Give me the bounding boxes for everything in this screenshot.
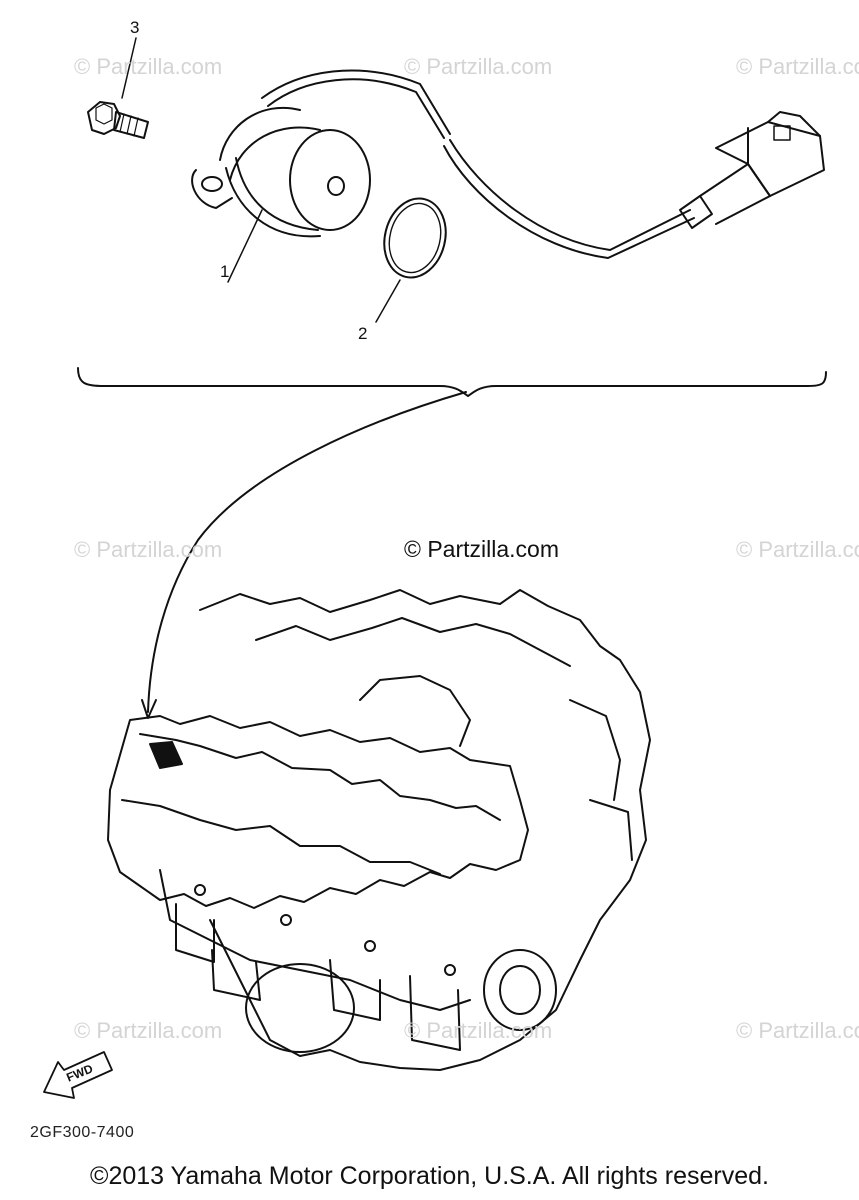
watermark-top-center: © Partzilla.com <box>404 54 553 79</box>
watermark-top-left: © Partzilla.com <box>74 54 223 79</box>
watermark-bottom-left: © Partzilla.com <box>74 1018 223 1043</box>
watermark-middle-right: © Partzilla.com <box>736 537 859 562</box>
bolt-part-3 <box>87 37 149 139</box>
callout-part-2[interactable]: 2 <box>358 324 368 343</box>
callout-part-3[interactable]: 3 <box>130 18 140 37</box>
o-ring-part-2 <box>375 197 447 323</box>
diagram-code: 2GF300-7400 <box>30 1124 135 1141</box>
watermark-middle-left: © Partzilla.com <box>74 537 223 562</box>
watermark-top-right: © Partzilla.com <box>736 54 859 79</box>
watermark-bottom-center: © Partzilla.com <box>404 1018 553 1043</box>
engine-assembly <box>107 589 651 1071</box>
watermark-main: © Partzilla.com <box>404 536 559 562</box>
watermark-bottom-right: © Partzilla.com <box>736 1018 859 1043</box>
forward-arrow-icon <box>43 1051 113 1099</box>
callout-part-1[interactable]: 1 <box>220 262 230 281</box>
group-bracket <box>77 367 827 397</box>
copyright-notice: ©2013 Yamaha Motor Corporation, U.S.A. A… <box>90 1162 769 1190</box>
wire-harness <box>443 111 825 259</box>
sensor-part-1 <box>191 69 451 283</box>
